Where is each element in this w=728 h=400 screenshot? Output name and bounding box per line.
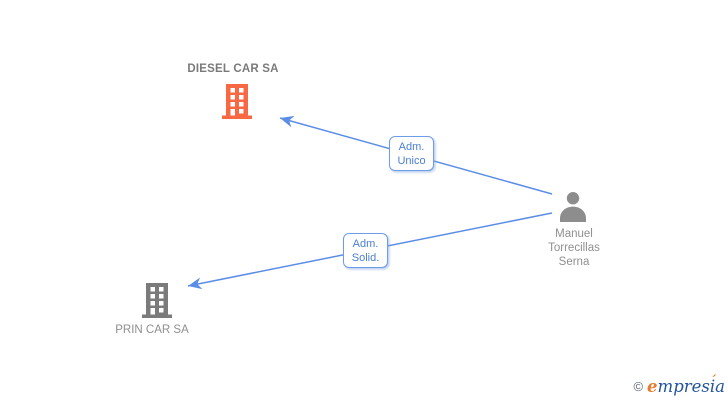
copyright-icon: © <box>633 378 644 394</box>
brand-rest: mpresia <box>657 376 725 396</box>
node-label-prin-car-sa: PRIN CAR SA <box>115 324 189 336</box>
person-name-line: Torrecillas <box>548 242 600 254</box>
edge-label-line: Adm. <box>352 237 379 250</box>
building-icon[interactable] <box>141 283 173 319</box>
empresia-logo[interactable]: © empresia´ <box>633 373 725 397</box>
brand-letter-e: e <box>647 376 658 396</box>
node-label-person: Manuel Torrecillas Serna <box>548 227 600 269</box>
edge-label-line: Unico <box>397 154 426 167</box>
brand-accent: ´ <box>709 373 717 389</box>
edge-label-adm-solid[interactable]: Adm. Solid. <box>343 233 388 268</box>
node-label-diesel-car-sa: DIESEL CAR SA <box>187 63 279 75</box>
edge-label-line: Solid. <box>351 251 380 264</box>
person-name-line: Manuel <box>555 228 593 240</box>
building-icon[interactable] <box>221 84 253 120</box>
person-name-line: Serna <box>558 256 590 268</box>
brand-wordmark: empresia´ <box>647 373 725 396</box>
edge-label-line: Adm. <box>398 140 425 153</box>
person-icon[interactable] <box>558 191 588 222</box>
edge-label-adm-unico[interactable]: Adm. Unico <box>389 136 434 171</box>
